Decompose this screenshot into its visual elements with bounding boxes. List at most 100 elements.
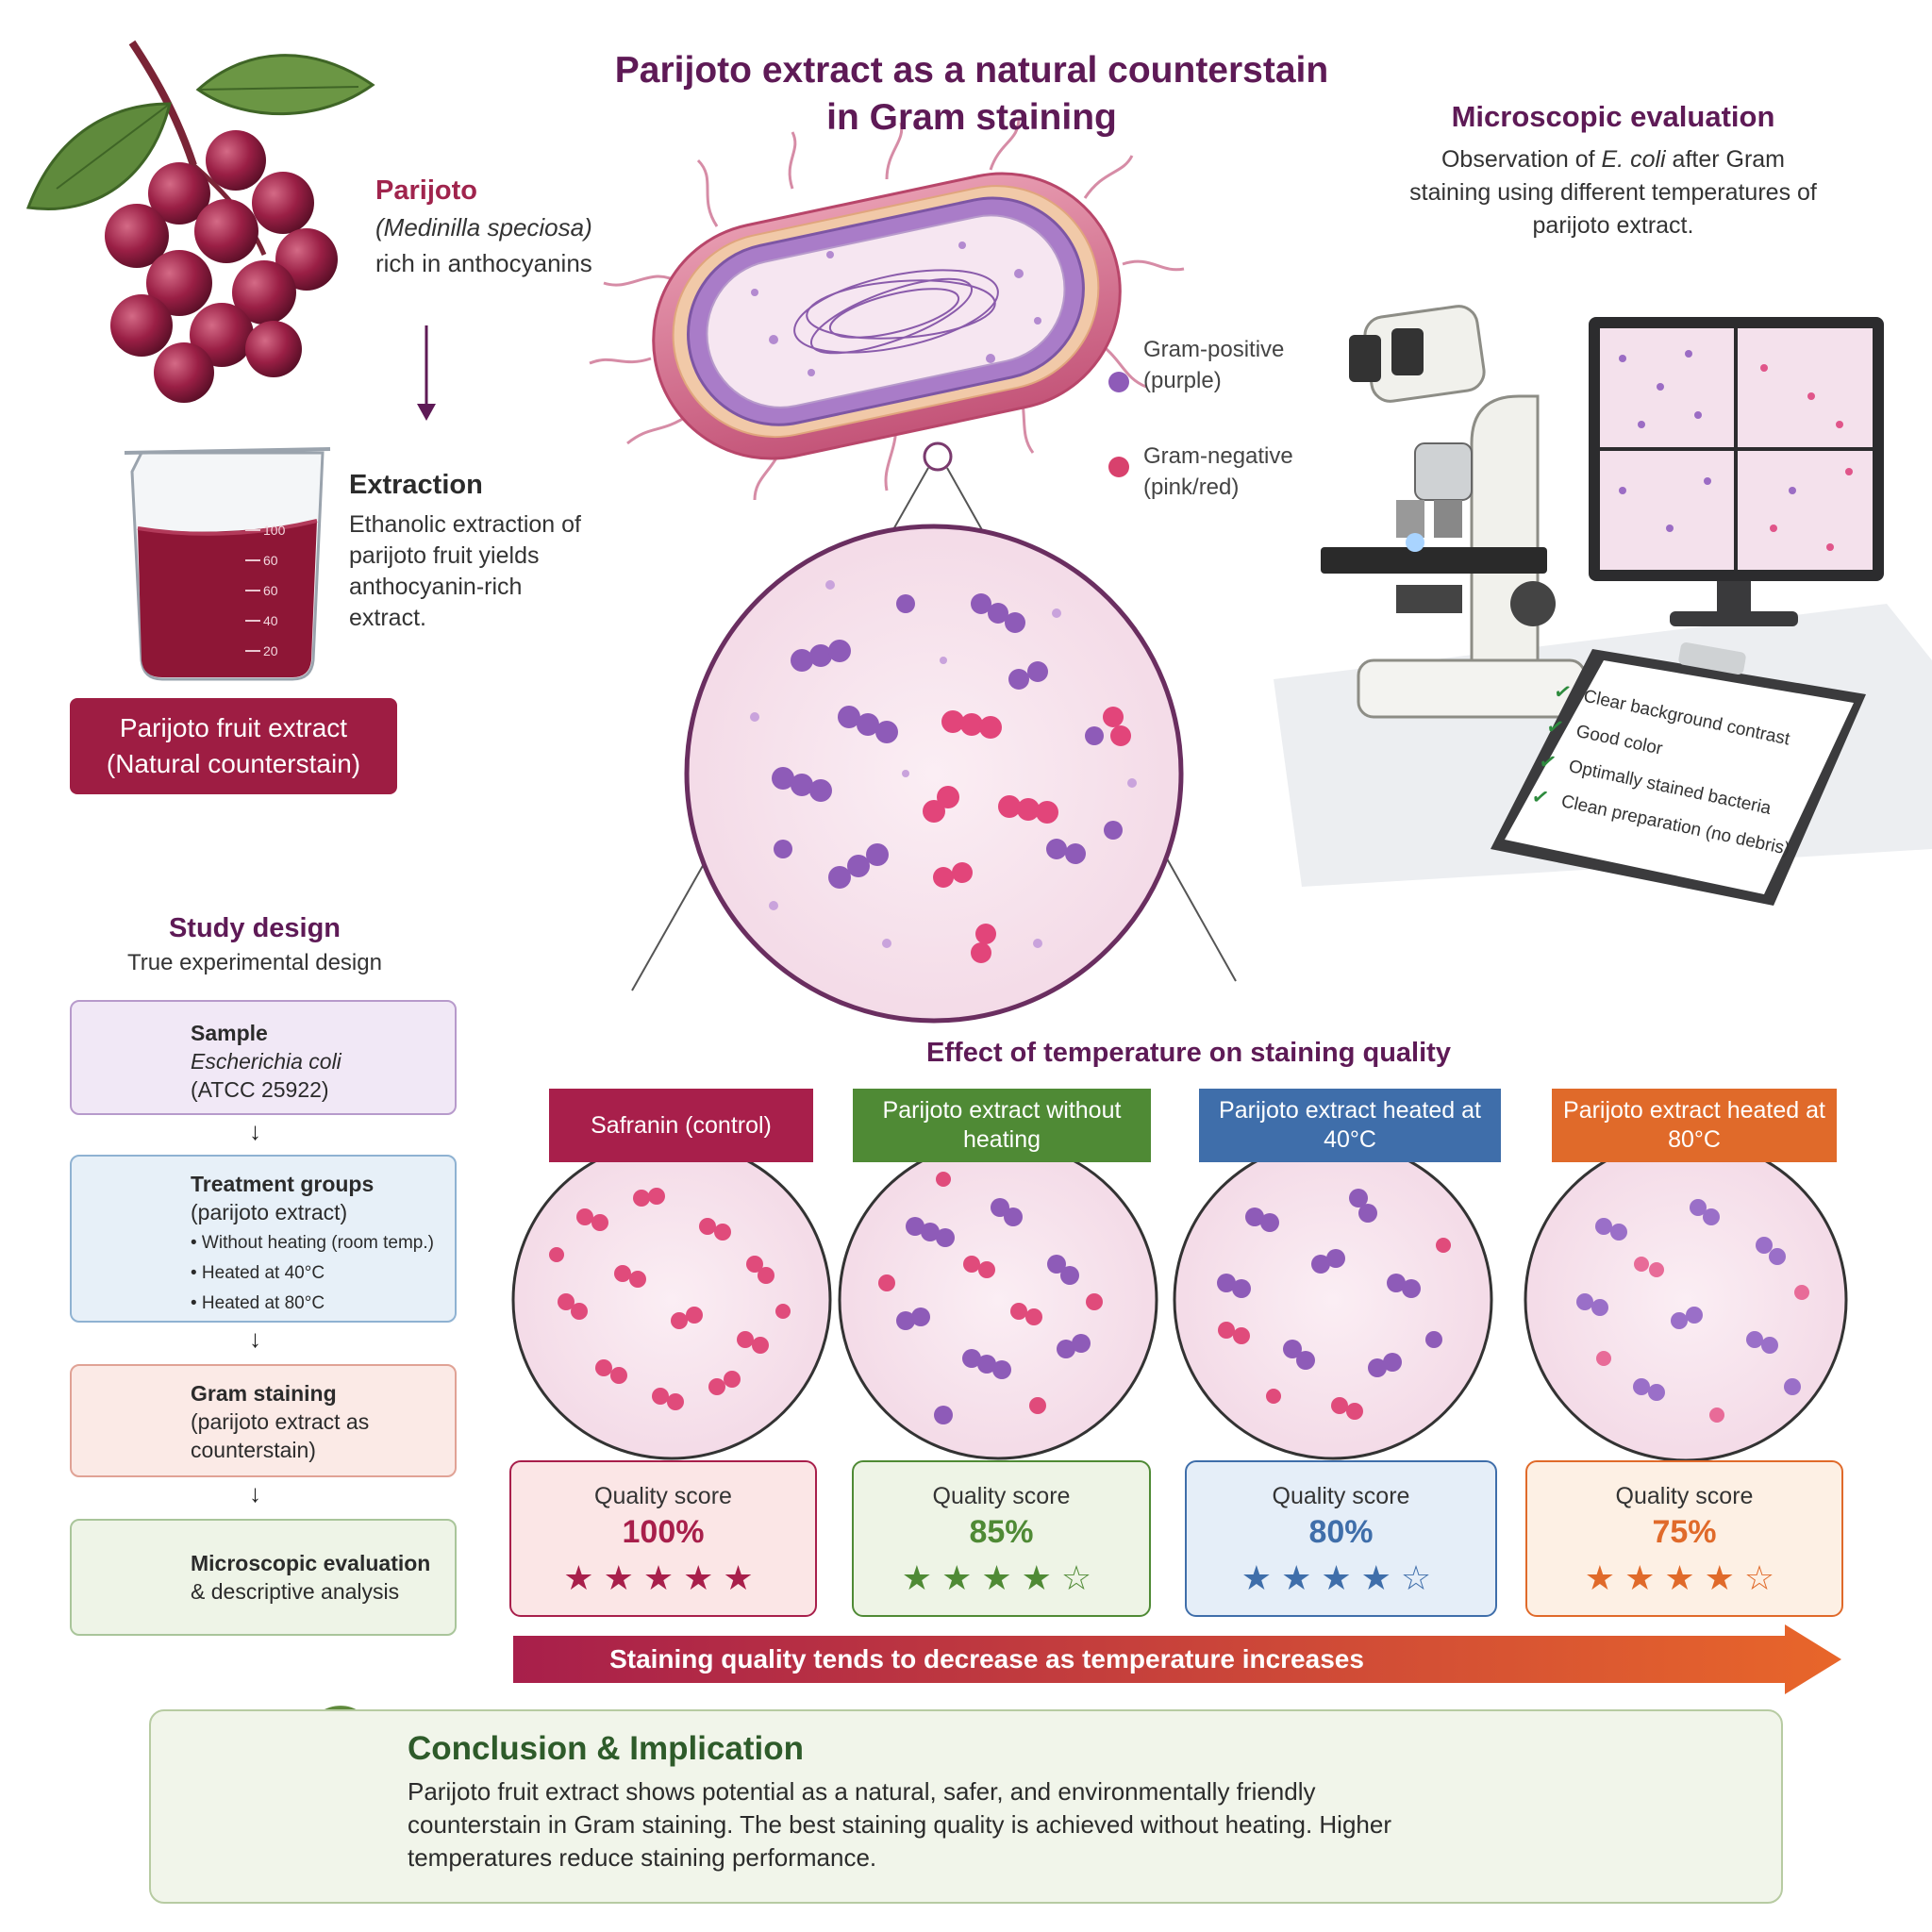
conclusion-title: Conclusion & Implication <box>408 1730 805 1767</box>
magnified-field <box>684 524 1184 1024</box>
effect-title: Effect of temperature on staining qualit… <box>926 1038 1451 1068</box>
monitor-illustration <box>1589 317 1884 626</box>
star-rating: ★★★★★ <box>511 1558 815 1598</box>
sample-field-80c <box>1524 1138 1848 1462</box>
microscopic-evaluation-title: Microscopic evaluation <box>1451 100 1775 133</box>
parijoto-name: Parijoto <box>375 175 477 206</box>
bacterium-illustration <box>589 117 1185 501</box>
step-line: counterstain) <box>191 1438 316 1462</box>
star-filled-icon: ★ <box>1321 1558 1361 1597</box>
star-empty-icon: ☆ <box>1743 1558 1785 1597</box>
star-filled-icon: ★ <box>941 1558 982 1597</box>
study-step-evaluation: Microscopic evaluation & descriptive ana… <box>70 1519 457 1636</box>
group-header: Parijoto extract heated at 40°C <box>1199 1089 1501 1162</box>
step-heading: Gram staining <box>191 1381 337 1406</box>
study-step-treatment: Treatment groups (parijoto extract) • Wi… <box>70 1155 457 1323</box>
star-filled-icon: ★ <box>642 1558 684 1597</box>
study-step-gram-staining: Gram staining (parijoto extract as count… <box>70 1364 457 1477</box>
svg-text:40: 40 <box>263 613 278 628</box>
sample-field-40c <box>1173 1140 1493 1460</box>
star-filled-icon: ★ <box>1241 1558 1282 1597</box>
microscopic-evaluation-description: Observation of E. coli after Gram staini… <box>1409 146 1817 239</box>
star-filled-icon: ★ <box>563 1558 604 1597</box>
extract-badge: Parijoto fruit extract (Natural counters… <box>70 698 397 794</box>
parijoto-fruit-illustration <box>25 40 375 403</box>
star-empty-icon: ☆ <box>1060 1558 1102 1597</box>
score-label: Quality score <box>594 1483 732 1509</box>
star-filled-icon: ★ <box>1624 1558 1665 1597</box>
star-rating: ★★★★☆ <box>1187 1558 1495 1598</box>
legend-gram-positive: Gram-positive (purple) <box>1143 337 1285 393</box>
star-filled-icon: ★ <box>1281 1558 1322 1597</box>
group-header: Parijoto extract heated at 80°C <box>1552 1089 1837 1162</box>
star-filled-icon: ★ <box>1704 1558 1744 1597</box>
trend-label: Staining quality tends to decrease as te… <box>609 1644 1364 1674</box>
conclusion-text: Parijoto fruit extract shows potential a… <box>408 1777 1391 1872</box>
svg-text:60: 60 <box>263 583 278 598</box>
star-filled-icon: ★ <box>683 1558 724 1597</box>
study-design-title: Study design <box>168 913 341 943</box>
step-line: (parijoto extract as <box>191 1409 370 1434</box>
step-line: (parijoto extract) <box>191 1200 348 1224</box>
score-value: 80% <box>1308 1514 1374 1550</box>
step-heading: Treatment groups <box>191 1172 375 1196</box>
study-design-subtitle: True experimental design <box>127 950 382 975</box>
down-arrow-icon <box>417 325 436 421</box>
step-line: (ATCC 25922) <box>191 1077 329 1102</box>
star-filled-icon: ★ <box>901 1558 942 1597</box>
zoom-lines <box>631 441 1237 991</box>
star-filled-icon: ★ <box>603 1558 643 1597</box>
flow-arrow-icon: ↓ <box>249 1117 261 1145</box>
beaker-illustration: 100 60 60 40 20 <box>124 447 331 681</box>
score-label: Quality score <box>1615 1483 1754 1509</box>
extraction-title: Extraction <box>349 470 483 500</box>
parijoto-scientific-name: (Medinilla speciosa) <box>375 213 592 242</box>
step-bullet: • Without heating (room temp.) <box>191 1233 434 1253</box>
parijoto-note: rich in anthocyanins <box>375 249 592 277</box>
star-rating: ★★★★☆ <box>854 1558 1149 1598</box>
svg-text:100: 100 <box>263 523 286 538</box>
step-line: & descriptive analysis <box>191 1579 400 1604</box>
score-label: Quality score <box>932 1483 1071 1509</box>
step-bullet: • Heated at 80°C <box>191 1293 325 1313</box>
check-icon: ✓ <box>1537 748 1559 775</box>
star-empty-icon: ☆ <box>1400 1558 1441 1597</box>
star-rating: ★★★★☆ <box>1527 1558 1841 1598</box>
evaluation-checklist: ✓Clear background contrast ✓Good color ✓… <box>1526 678 1833 878</box>
star-filled-icon: ★ <box>1584 1558 1625 1597</box>
check-icon: ✓ <box>1544 713 1567 741</box>
conclusion-box <box>149 1709 1783 1904</box>
extraction-description: Ethanolic extraction of parijoto fruit y… <box>349 511 581 631</box>
flow-arrow-icon: ↓ <box>249 1324 261 1353</box>
star-filled-icon: ★ <box>1664 1558 1705 1597</box>
legend-positive-dot <box>1108 372 1129 392</box>
page-title: Parijoto extract as a natural countersta… <box>614 50 1329 138</box>
group-header: Parijoto extract without heating <box>853 1089 1151 1162</box>
step-bullet: • Heated at 40°C <box>191 1263 325 1283</box>
step-line: Escherichia coli <box>191 1049 341 1074</box>
score-value: 85% <box>969 1514 1034 1550</box>
star-filled-icon: ★ <box>723 1558 763 1597</box>
check-icon: ✓ <box>1529 783 1552 810</box>
step-heading: Microscopic evaluation <box>191 1551 431 1575</box>
check-icon: ✓ <box>1552 678 1574 706</box>
group-header: Safranin (control) <box>549 1089 813 1162</box>
svg-text:60: 60 <box>263 553 278 568</box>
svg-text:20: 20 <box>263 643 278 658</box>
star-filled-icon: ★ <box>981 1558 1022 1597</box>
study-step-sample: Sample Escherichia coli (ATCC 25922) <box>70 1000 457 1115</box>
sample-field-unheated <box>838 1140 1158 1460</box>
legend-negative-dot <box>1108 457 1129 477</box>
score-value: 100% <box>622 1514 705 1550</box>
star-filled-icon: ★ <box>1360 1558 1401 1597</box>
score-value: 75% <box>1652 1514 1717 1550</box>
star-filled-icon: ★ <box>1021 1558 1061 1597</box>
sample-field-safranin <box>511 1140 832 1460</box>
legend-gram-negative: Gram-negative (pink/red) <box>1143 443 1293 500</box>
score-label: Quality score <box>1272 1483 1410 1509</box>
step-heading: Sample <box>191 1021 268 1045</box>
flow-arrow-icon: ↓ <box>249 1479 261 1507</box>
